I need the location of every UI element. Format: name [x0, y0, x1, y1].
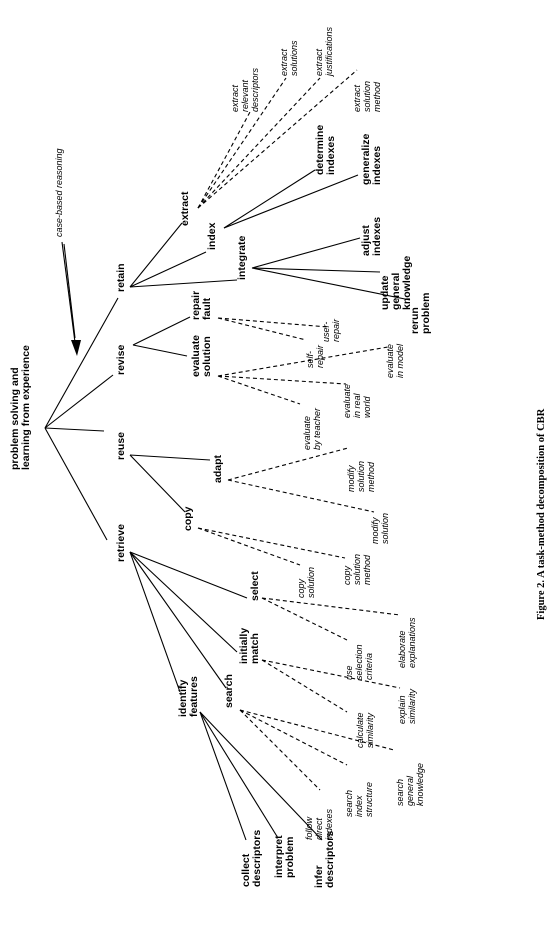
task-select: select	[249, 571, 261, 601]
copy-to-copy-solution	[197, 527, 301, 566]
method-extract-relevant-descriptors: extractrelevantdescriptors	[230, 67, 260, 112]
reuse-to-copy	[129, 454, 186, 513]
identify-features-to-collect-descriptors	[199, 711, 247, 841]
repair-fault-to-self-repair	[217, 317, 307, 341]
select-to-elaborate-explanations	[261, 597, 401, 616]
task-determine-indexes: determineindexes	[314, 125, 337, 175]
task-search: search	[223, 674, 235, 708]
case-based-reasoning-label: case-based reasoning	[54, 148, 64, 237]
retrieve-to-identify-features	[129, 551, 181, 693]
method-modify-solution: modifysolution	[370, 513, 390, 544]
revise-to-repair-fault	[132, 316, 191, 346]
retrieve-to-select	[129, 551, 248, 599]
revise-to-evaluate-solution	[132, 344, 188, 357]
method-evaluate-by-teacher: evaluateby teacher	[302, 407, 322, 450]
task-identify-features: identifyfeatures	[177, 676, 200, 717]
method-evaluate-in-real-world: evaluatein realworld	[342, 384, 372, 418]
method-follow-direct-indexes: followdirectindexes	[304, 808, 334, 840]
integrate-to-adjust-indexes	[251, 237, 361, 269]
task-initially-match: initiallymatch	[238, 628, 261, 664]
task-integrate: integrate	[236, 235, 248, 280]
case-based-reasoning-arrow	[61, 241, 81, 356]
initially-match-to-explain-similarity	[261, 659, 401, 689]
extract-to-extract-relevant-descriptors	[197, 111, 251, 209]
evaluate-solution-to-evaluate-in-model	[217, 346, 389, 377]
root-to-retrieve	[44, 427, 108, 541]
task-rerun-problem: rerunproblem	[409, 293, 432, 334]
select-to-use-selection-criteria	[261, 597, 348, 641]
method-use-selection-criteria: useselectioncriteria	[344, 644, 374, 680]
initially-match-to-calculate-similarity	[261, 659, 348, 713]
method-elaborate-explanations: elaborateexplanations	[397, 617, 417, 668]
integrate-to-rerun-problem	[251, 267, 411, 301]
search-to-follow-direct-indexes	[239, 709, 321, 791]
retain-to-index	[129, 251, 207, 288]
identify-features-to-interpret-problem	[199, 711, 279, 839]
case-based-reasoning-arrow-shaft	[61, 241, 77, 351]
task-reuse: reuse	[115, 432, 127, 460]
task-interpret-problem: interpretproblem	[273, 835, 296, 878]
task-collect-descriptors: collectdescriptors	[240, 830, 263, 887]
method-copy-solution-method: copysolutionmethod	[342, 554, 372, 585]
search-to-search-general-knowledge	[239, 709, 395, 751]
method-search-general-knowledge: searchgeneralknowledge	[395, 763, 425, 806]
case-based-reasoning-arrow-shaft-2	[63, 243, 76, 339]
evaluate-solution-to-evaluate-in-real-world	[217, 375, 347, 385]
root-to-revise	[44, 374, 114, 429]
reuse-to-adapt	[129, 454, 211, 461]
method-modify-solution-method: modifysolutionmethod	[346, 461, 376, 492]
figure-caption: Figure 2. A task-method decomposition of…	[536, 408, 547, 620]
method-extract-solution-method: extractsolutionmethod	[352, 81, 382, 112]
task-generalize-indexes: generalizeindexes	[360, 133, 383, 185]
method-extract-solutions: extractsolutions	[279, 40, 299, 76]
task-revise: revise	[115, 344, 127, 375]
extract-to-extract-solution-method	[197, 69, 358, 209]
diagram-labels: problem solving andlearning from experie…	[9, 26, 432, 888]
repair-fault-to-user-repair	[217, 317, 329, 328]
method-extract-justifications: extractjustifications	[314, 26, 334, 77]
adapt-to-modify-solution-method	[227, 447, 349, 481]
task-infer-descriptors: inferdescriptors	[313, 831, 336, 888]
task-adapt: adapt	[212, 454, 224, 483]
method-evaluate-in-model: evaluatein model	[385, 343, 405, 378]
retrieve-to-initially-match	[129, 551, 238, 653]
extract-to-extract-justifications	[197, 77, 321, 209]
task-extract: extract	[179, 191, 191, 226]
task-retrieve: retrieve	[115, 524, 127, 562]
task-copy: copy	[182, 506, 194, 531]
task-adjust-indexes: adjustindexes	[360, 217, 383, 256]
retain-to-integrate	[129, 279, 238, 288]
method-self-repair: self-repair	[305, 344, 325, 368]
copy-to-copy-solution-method	[197, 527, 346, 559]
index-to-determine-indexes	[223, 169, 316, 229]
method-user-repair: user-repair	[321, 318, 341, 342]
method-calculate-similarity: calculatesimilarity	[355, 712, 375, 748]
evaluate-solution-to-evaluate-by-teacher	[217, 375, 301, 405]
task-index: index	[206, 222, 218, 250]
extract-to-extract-solutions	[197, 77, 287, 209]
root-to-reuse	[44, 427, 105, 432]
method-search-index-structure: searchindexstructure	[344, 782, 374, 817]
retrieve-to-search	[129, 551, 227, 689]
search-to-search-index-structure	[239, 709, 348, 766]
case-based-reasoning-arrowhead	[71, 340, 81, 356]
diagram-connectors	[44, 69, 411, 841]
index-to-generalize-indexes	[223, 174, 359, 229]
integrate-to-update-general-knowledge	[251, 267, 381, 273]
adapt-to-modify-solution	[227, 479, 375, 513]
root-task: problem solving andlearning from experie…	[9, 345, 32, 470]
task-retain: retain	[115, 263, 127, 292]
root-to-retain	[44, 297, 119, 429]
retain-to-extract	[129, 222, 183, 288]
method-explain-similarity: explainsimilarity	[397, 689, 417, 724]
task-update-general-knowledge: updategeneralknowledge	[379, 256, 413, 310]
task-evaluate-solution: evaluatesolution	[190, 335, 213, 377]
identify-features-to-infer-descriptors	[199, 711, 323, 841]
task-repair-fault: repairfault	[190, 291, 213, 320]
method-copy-solution: copysolution	[296, 567, 316, 598]
